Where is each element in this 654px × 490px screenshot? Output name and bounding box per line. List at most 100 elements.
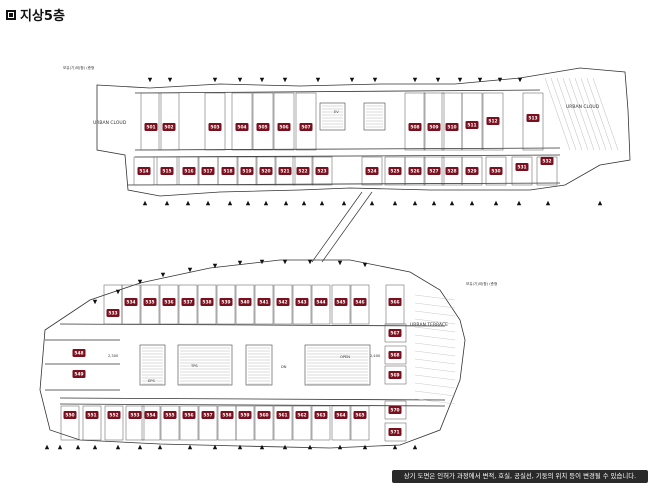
room-tag-554: 554 (144, 411, 158, 419)
svg-text:548: 548 (74, 351, 83, 357)
svg-text:512: 512 (488, 119, 497, 125)
dn-label: DN (281, 365, 287, 369)
page-title: 지상5층 (6, 5, 65, 24)
urban-cloud-right-label: URBAN CLOUD (566, 104, 600, 110)
svg-text:519: 519 (242, 169, 251, 175)
room-tag-553: 553 (128, 411, 142, 419)
room-tag-567: 567 (388, 329, 402, 337)
svg-text:560: 560 (259, 413, 268, 419)
svg-text:520: 520 (261, 169, 270, 175)
top-building (96, 67, 631, 197)
dim-2400-label: 2,400 (370, 354, 381, 358)
room-tag-562: 562 (295, 411, 309, 419)
room-tag-555: 555 (163, 411, 177, 419)
svg-text:545: 545 (336, 300, 345, 306)
svg-text:571: 571 (390, 430, 399, 436)
svg-text:558: 558 (222, 413, 231, 419)
svg-text:564: 564 (336, 413, 345, 419)
svg-text:542: 542 (278, 300, 287, 306)
svg-text:531: 531 (517, 165, 526, 171)
room-tag-510: 510 (445, 123, 459, 131)
svg-text:565: 565 (355, 413, 364, 419)
room-tag-558: 558 (220, 411, 234, 419)
room-tag-512: 512 (486, 117, 500, 125)
svg-text:535: 535 (145, 300, 154, 306)
svg-text:555: 555 (165, 413, 174, 419)
room-tag-520: 520 (259, 167, 273, 175)
svg-text:516: 516 (184, 169, 193, 175)
room-tag-523: 523 (315, 167, 329, 175)
svg-text:526: 526 (410, 169, 419, 175)
room-tag-556: 556 (182, 411, 196, 419)
svg-text:552: 552 (109, 413, 118, 419)
room-tag-544: 544 (314, 298, 328, 306)
svg-text:517: 517 (203, 169, 212, 175)
svg-text:553: 553 (130, 413, 139, 419)
room-tag-514: 514 (137, 167, 151, 175)
svg-text:546: 546 (355, 300, 364, 306)
page-title-text: 지상5층 (20, 9, 65, 24)
room-tag-561: 561 (276, 411, 290, 419)
room-tag-524: 524 (365, 167, 379, 175)
room-tag-531: 531 (515, 163, 529, 171)
boundary-arrows (44, 77, 603, 450)
room-tag-521: 521 (278, 167, 292, 175)
annotation-top-left: 보유(기)외(함) (층형 (63, 65, 94, 70)
room-tag-545: 545 (334, 298, 348, 306)
svg-text:513: 513 (528, 116, 537, 122)
svg-text:529: 529 (467, 169, 476, 175)
room-tag-513: 513 (526, 114, 540, 122)
svg-text:557: 557 (203, 413, 212, 419)
room-tag-506: 506 (277, 123, 291, 131)
urban-cloud-left-label: URBAN CLOUD (93, 120, 127, 126)
room-tag-568: 568 (388, 351, 402, 359)
svg-text:536: 536 (164, 300, 173, 306)
svg-text:509: 509 (429, 125, 438, 131)
room-tag-503: 503 (208, 123, 222, 131)
room-tag-522: 522 (296, 167, 310, 175)
svg-text:525: 525 (390, 169, 399, 175)
room-tag-557: 557 (201, 411, 215, 419)
room-tag-509: 509 (427, 123, 441, 131)
room-tag-508: 508 (408, 123, 422, 131)
svg-text:562: 562 (297, 413, 306, 419)
room-tag-534: 534 (124, 298, 138, 306)
svg-text:550: 550 (65, 413, 74, 419)
svg-text:510: 510 (447, 125, 456, 131)
room-tag-516: 516 (182, 167, 196, 175)
svg-text:524: 524 (367, 169, 376, 175)
svg-text:570: 570 (390, 408, 399, 414)
room-tag-528: 528 (445, 167, 459, 175)
room-tag-532: 532 (540, 157, 554, 165)
room-tag-511: 511 (465, 121, 479, 129)
dim-2300-label: 2,300 (108, 354, 119, 358)
svg-text:511: 511 (467, 123, 476, 129)
room-tag-505: 505 (256, 123, 270, 131)
room-tag-552: 552 (107, 411, 121, 419)
eps-label: EPS (148, 379, 155, 383)
svg-text:502: 502 (164, 125, 173, 131)
room-tag-536: 536 (162, 298, 176, 306)
room-tag-526: 526 (408, 167, 422, 175)
ev-label: EV (334, 110, 339, 114)
svg-text:504: 504 (237, 125, 246, 131)
svg-text:566: 566 (390, 300, 399, 306)
urban-terrace-label: URBAN TERRACE (410, 322, 448, 328)
room-tag-501: 501 (144, 123, 158, 131)
svg-text:537: 537 (183, 300, 192, 306)
svg-text:543: 543 (297, 300, 306, 306)
room-tag-559: 559 (238, 411, 252, 419)
room-tag-546: 546 (353, 298, 367, 306)
connecting-bridge (311, 191, 373, 263)
svg-text:501: 501 (146, 125, 155, 131)
svg-text:534: 534 (126, 300, 135, 306)
svg-text:515: 515 (162, 169, 171, 175)
svg-text:518: 518 (223, 169, 232, 175)
svg-text:523: 523 (317, 169, 326, 175)
room-tag-543: 543 (295, 298, 309, 306)
room-tag-549: 549 (72, 370, 86, 378)
svg-text:527: 527 (429, 169, 438, 175)
room-tag-518: 518 (221, 167, 235, 175)
svg-text:514: 514 (139, 169, 148, 175)
